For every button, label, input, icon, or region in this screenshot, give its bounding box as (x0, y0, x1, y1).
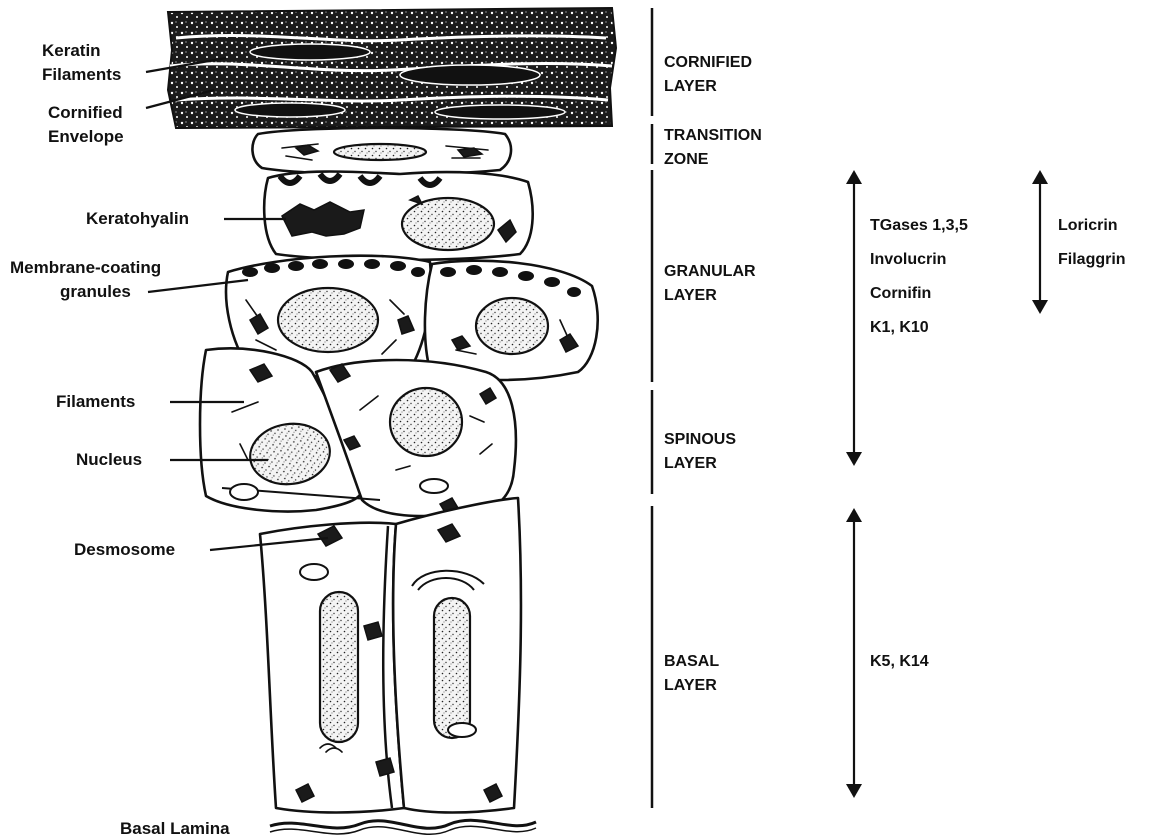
cornified-envelope-label-line2: Envelope (48, 127, 124, 146)
desmosome-label-text: Desmosome (74, 540, 175, 559)
transition-zone-name: TRANSITION ZONE (664, 127, 762, 168)
basal-layer-drawing (260, 498, 536, 834)
basal-layer-name-line1: BASAL (664, 653, 719, 670)
granular-layer-name-line2: LAYER (664, 287, 717, 304)
nucleus-label-text: Nucleus (76, 450, 142, 469)
spinous-layer-name: SPINOUS LAYER (664, 431, 736, 472)
granular-layer-drawing (226, 172, 598, 381)
keratohyalin-label-text: Keratohyalin (86, 209, 189, 228)
transition-zone-drawing (252, 128, 511, 174)
transition-zone-name-line1: TRANSITION (664, 127, 762, 144)
upper-expression-arrow (846, 170, 862, 466)
marker-k1-k10: K1, K10 (870, 319, 929, 336)
membrane-coating-granules-label: Membrane-coating granules (10, 258, 248, 301)
basal-lamina-label: Basal Lamina (120, 819, 230, 838)
marker-filaggrin: Filaggrin (1058, 251, 1126, 268)
membrane-coating-granules-label-line1: Membrane-coating (10, 258, 161, 277)
transition-zone-name-line2: ZONE (664, 151, 709, 168)
cornified-layer-drawing (168, 8, 616, 128)
spinous-layer-drawing (200, 348, 516, 516)
cornified-layer-name: CORNIFIED LAYER (664, 54, 752, 95)
spinous-layer-name-line2: LAYER (664, 455, 717, 472)
keratin-filaments-label-line2: Filaments (42, 65, 121, 84)
granular-expression-markers: Loricrin Filaggrin (1058, 217, 1126, 268)
basal-expression-markers: K5, K14 (870, 653, 929, 670)
basal-layer-name: BASAL LAYER (664, 653, 719, 694)
granular-layer-name: GRANULAR LAYER (664, 263, 756, 304)
membrane-coating-granules-label-line2: granules (60, 282, 131, 301)
keratohyalin-label: Keratohyalin (86, 209, 286, 228)
cornified-layer-name-line2: LAYER (664, 78, 717, 95)
marker-cornifin: Cornifin (870, 285, 931, 302)
basal-expression-arrow (846, 508, 862, 798)
basal-lamina-label-text: Basal Lamina (120, 819, 230, 838)
granular-expression-arrow (1032, 170, 1048, 314)
marker-loricrin: Loricrin (1058, 217, 1118, 234)
upper-expression-markers: TGases 1,3,5 Involucrin Cornifin K1, K10 (870, 217, 968, 336)
basal-layer-name-line2: LAYER (664, 677, 717, 694)
cornified-layer-name-line1: CORNIFIED (664, 54, 752, 71)
granular-layer-name-line1: GRANULAR (664, 263, 756, 280)
spinous-layer-name-line1: SPINOUS (664, 431, 736, 448)
marker-tgases: TGases 1,3,5 (870, 217, 968, 234)
marker-involucrin: Involucrin (870, 251, 946, 268)
marker-k5-k14: K5, K14 (870, 653, 929, 670)
keratin-filaments-label-line1: Keratin (42, 41, 101, 60)
filaments-label-text: Filaments (56, 392, 135, 411)
cornified-envelope-label-line1: Cornified (48, 103, 123, 122)
